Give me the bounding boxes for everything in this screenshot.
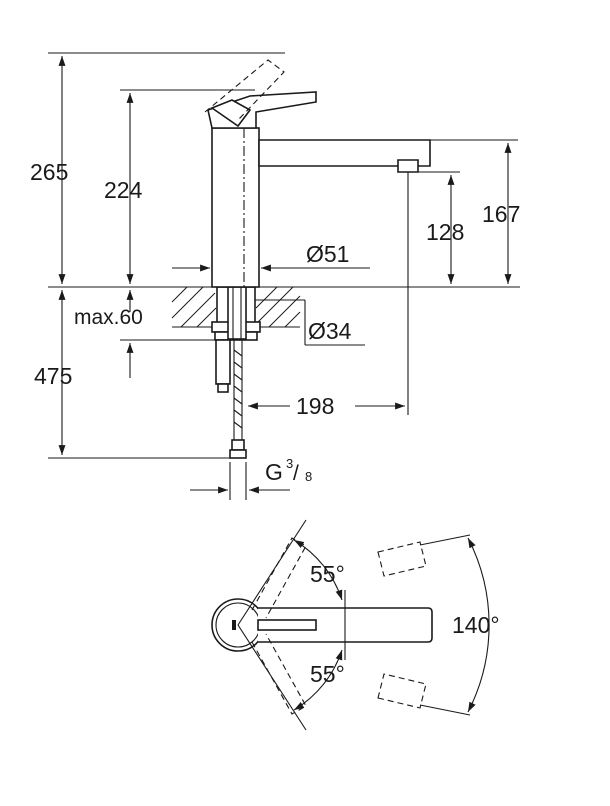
dim-hole-diameter: Ø34 xyxy=(308,318,352,344)
swing-arcs xyxy=(237,519,490,731)
dimension-labels: 265 224 167 128 Ø51 max.60 Ø34 475 198 G… xyxy=(30,159,520,485)
extension-lines xyxy=(48,52,520,500)
angle-lower: 55° xyxy=(310,661,345,687)
countertop-hatching xyxy=(171,286,301,328)
dim-thread-denominator: 8 xyxy=(305,469,312,484)
dim-thread-prefix: G xyxy=(265,459,283,485)
dim-spout-height: 167 xyxy=(482,201,520,227)
dimension-lines xyxy=(58,56,512,494)
dim-thread-separator: / xyxy=(293,462,299,485)
dim-outlet-height: 128 xyxy=(426,219,464,245)
top-view: 55° 55° 140° xyxy=(211,519,500,731)
dim-total-height: 265 xyxy=(30,159,68,185)
side-view: 265 224 167 128 Ø51 max.60 Ø34 475 198 G… xyxy=(30,52,520,500)
dim-spout-reach: 198 xyxy=(296,393,334,419)
countertop xyxy=(171,286,301,328)
dim-max-thickness: max.60 xyxy=(74,306,143,329)
dim-hose-length: 475 xyxy=(34,363,72,389)
angle-total: 140° xyxy=(452,612,500,638)
dim-thread-numerator: 3 xyxy=(286,456,293,471)
supply-hoses xyxy=(215,339,247,459)
angle-upper: 55° xyxy=(310,561,345,587)
faucet-body xyxy=(204,59,431,288)
dim-lever-height: 224 xyxy=(104,177,143,203)
mounting-hardware xyxy=(211,286,261,341)
dim-body-diameter: Ø51 xyxy=(306,241,349,267)
